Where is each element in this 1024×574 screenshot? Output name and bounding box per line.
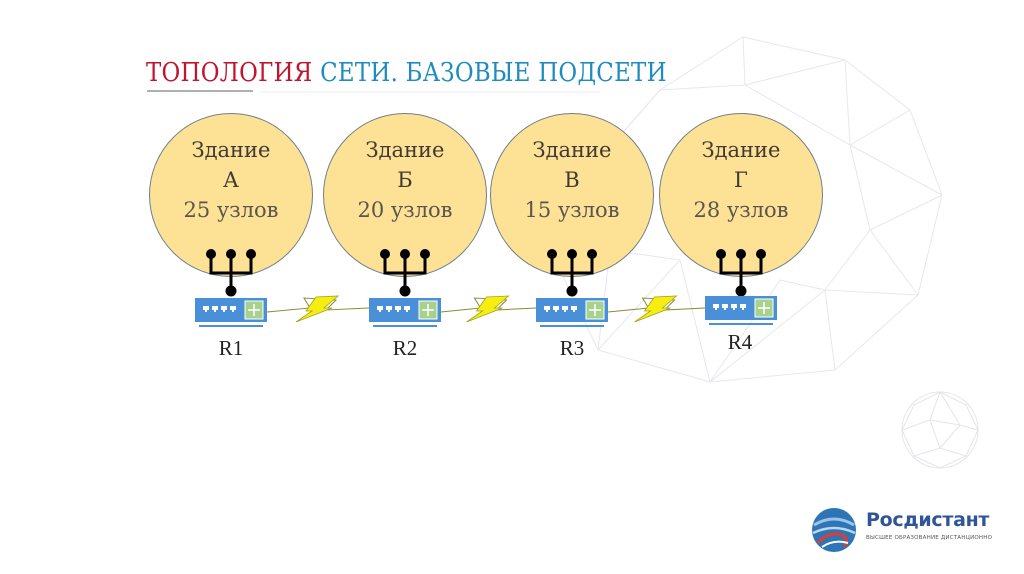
router-port bbox=[395, 306, 401, 310]
building-label: Здание bbox=[191, 138, 271, 162]
host-dot bbox=[226, 249, 236, 259]
router-port-pin bbox=[573, 310, 575, 312]
router-port-pin bbox=[724, 308, 726, 310]
host-dot bbox=[246, 249, 256, 259]
rosdistant-globe-icon bbox=[812, 508, 856, 552]
host-dot bbox=[547, 249, 557, 259]
building-name: А bbox=[223, 168, 239, 192]
router-port-pin bbox=[546, 310, 548, 312]
host-dot bbox=[206, 249, 216, 259]
router-port-pin bbox=[214, 310, 216, 312]
router-port bbox=[713, 304, 719, 308]
router-port bbox=[221, 306, 227, 310]
host-dot bbox=[567, 249, 577, 259]
router-port bbox=[731, 304, 737, 308]
router-port bbox=[553, 306, 559, 310]
logo-name: Росдистант bbox=[866, 509, 990, 531]
router-port bbox=[722, 304, 728, 308]
router-port-pin bbox=[406, 310, 408, 312]
host-dot bbox=[756, 249, 766, 259]
router-port-pin bbox=[715, 308, 717, 310]
router-port-pin bbox=[205, 310, 207, 312]
router-arrows-icon bbox=[758, 302, 770, 314]
building-nodes: 25 узлов bbox=[183, 198, 279, 222]
host-dot bbox=[420, 249, 430, 259]
logo-tagline: ВЫСШЕЕ ОБРАЗОВАНИЕ ДИСТАНЦИОННО bbox=[866, 535, 993, 541]
lightning-bolt-icon bbox=[634, 295, 678, 323]
hub-uplink-dot bbox=[566, 285, 578, 297]
host-dot bbox=[400, 249, 410, 259]
router-port-pin bbox=[564, 310, 566, 312]
router-port-pin bbox=[397, 310, 399, 312]
router-port bbox=[212, 306, 218, 310]
router-port bbox=[562, 306, 568, 310]
hub-uplink-dot bbox=[225, 285, 237, 297]
hub-connector bbox=[719, 256, 763, 291]
building-v: Здание В 15 узлов bbox=[490, 113, 654, 277]
rosdistant-logo: Росдистант ВЫСШЕЕ ОБРАЗОВАНИЕ ДИСТАНЦИОН… bbox=[808, 505, 1008, 555]
router-port bbox=[230, 306, 236, 310]
router-base bbox=[199, 325, 263, 327]
lightning-bolt-icon bbox=[466, 295, 510, 323]
host-dot bbox=[587, 249, 597, 259]
router-label-r4: R4 bbox=[727, 330, 753, 354]
router-port bbox=[544, 306, 550, 310]
host-dot bbox=[380, 249, 390, 259]
hub-connector bbox=[383, 256, 427, 291]
building-label: Здание bbox=[701, 138, 781, 162]
router-base bbox=[709, 323, 773, 325]
router-port bbox=[386, 306, 392, 310]
hub-connector bbox=[209, 256, 253, 291]
title-topology: ТОПОЛОГИЯ bbox=[146, 58, 313, 88]
lightning-bolt-icon bbox=[295, 295, 340, 323]
router-port bbox=[203, 306, 209, 310]
router-port-pin bbox=[223, 310, 225, 312]
hub-uplink-dot bbox=[399, 285, 411, 297]
host-dot bbox=[716, 249, 726, 259]
building-name: Б bbox=[397, 168, 413, 192]
router-base bbox=[540, 325, 604, 327]
building-nodes: 20 узлов bbox=[357, 198, 453, 222]
router-label-r3: R3 bbox=[559, 336, 585, 360]
router-port bbox=[571, 306, 577, 310]
router-port bbox=[404, 306, 410, 310]
router-port-pin bbox=[555, 310, 557, 312]
router-arrows-icon bbox=[248, 304, 260, 316]
title-underline bbox=[147, 90, 253, 92]
title-subnets: СЕТИ. БАЗОВЫЕ ПОДСЕТИ bbox=[320, 58, 667, 88]
router-base bbox=[373, 325, 437, 327]
router-arrows-icon bbox=[589, 304, 601, 316]
hub-uplink-dot bbox=[735, 285, 747, 297]
router-port-pin bbox=[742, 308, 744, 310]
router-arrows-icon bbox=[422, 304, 434, 316]
router-port-pin bbox=[733, 308, 735, 310]
router-label-r2: R2 bbox=[392, 336, 418, 360]
router-port bbox=[740, 304, 746, 308]
host-dot bbox=[736, 249, 746, 259]
building-label: Здание bbox=[365, 138, 445, 162]
slide-title: ТОПОЛОГИЯ СЕТИ. БАЗОВЫЕ ПОДСЕТИ bbox=[146, 58, 667, 88]
router-label-r1: R1 bbox=[218, 336, 244, 360]
building-name: Г bbox=[734, 168, 748, 192]
building-nodes: 15 узлов bbox=[524, 198, 620, 222]
building-nodes: 28 узлов bbox=[693, 198, 789, 222]
router-port-pin bbox=[388, 310, 390, 312]
hub-connector bbox=[550, 256, 594, 291]
building-label: Здание bbox=[532, 138, 612, 162]
router-port-pin bbox=[232, 310, 234, 312]
building-name: В bbox=[564, 168, 580, 192]
router-port bbox=[377, 306, 383, 310]
router-port-pin bbox=[379, 310, 381, 312]
